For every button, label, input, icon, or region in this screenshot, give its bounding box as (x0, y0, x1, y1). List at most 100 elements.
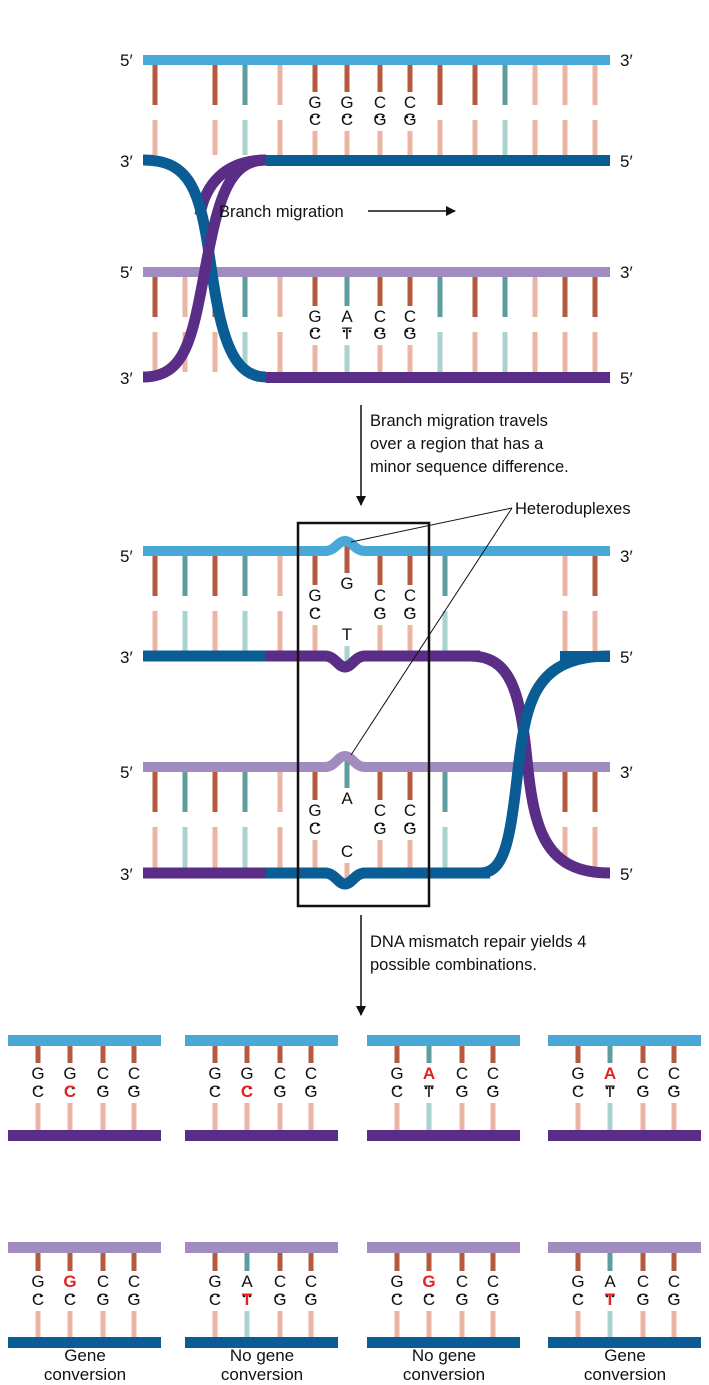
hbond-dot (392, 1086, 396, 1090)
hbond-dot (381, 823, 385, 827)
p1-upper-bottom-strand-blue (266, 155, 610, 166)
hbond-dot (342, 115, 346, 119)
hbond-dot (316, 115, 320, 119)
base-letter: G (63, 1064, 76, 1083)
end-label: 5′ (120, 547, 133, 566)
base-letter: G (403, 604, 416, 623)
hbond-dot (281, 1086, 285, 1090)
hbond-dot (424, 1086, 428, 1090)
base-letter: A (423, 1064, 435, 1083)
end-label: 5′ (620, 369, 633, 388)
base-letter: G (31, 1272, 44, 1291)
hbond-dot (675, 1294, 679, 1298)
base-letter: C (32, 1082, 44, 1101)
p1-top-strand (143, 55, 610, 65)
base-letter: G (422, 1272, 435, 1291)
base-letter: C (404, 586, 416, 605)
step1-caption-line1: Branch migration travels (370, 412, 548, 430)
hbond-dot (579, 1294, 583, 1298)
hbond-dot (430, 1086, 434, 1090)
hbond-dot (375, 823, 379, 827)
hbond-dot (98, 1294, 102, 1298)
base-letter: A (241, 1272, 253, 1291)
outcome-label-line1: No gene (230, 1346, 294, 1365)
hbond-dot (457, 1086, 461, 1090)
hbond-dot (375, 115, 379, 119)
end-label: 3′ (620, 263, 633, 282)
p1-crossover-purple (142, 154, 267, 383)
base-letter: C (309, 324, 321, 343)
hbond-dot (248, 1086, 252, 1090)
hbond-dot (135, 1086, 139, 1090)
hbond-dot (381, 115, 385, 119)
base-letter: C (241, 1082, 253, 1101)
base-letter: C (456, 1064, 468, 1083)
hbond-dot (579, 1086, 583, 1090)
hbond-dot (275, 1086, 279, 1090)
base-letter: C (305, 1272, 317, 1291)
base-letter: A (341, 307, 353, 326)
base-letter: C (209, 1082, 221, 1101)
base-letter: C (391, 1082, 403, 1101)
hbond-dot (65, 1294, 69, 1298)
base-letter: G (486, 1082, 499, 1101)
hbond-dot (411, 608, 415, 612)
base-letter: G (31, 1064, 44, 1083)
hbond-dot (392, 1294, 396, 1298)
outcome-bottom-strand (367, 1337, 520, 1348)
base-letter: C (487, 1064, 499, 1083)
base-letter: G (667, 1290, 680, 1309)
outcome-top-strand (185, 1035, 338, 1046)
base-letter: C (404, 93, 416, 112)
base-letter: C (637, 1272, 649, 1291)
base-letter: G (390, 1064, 403, 1083)
base-letter: A (604, 1272, 616, 1291)
end-label: 3′ (620, 51, 633, 70)
hbond-dot (39, 1294, 43, 1298)
hbond-dot (275, 1294, 279, 1298)
base-letter: G (455, 1290, 468, 1309)
outcome-top-strand (8, 1242, 161, 1253)
end-label: 5′ (620, 865, 633, 884)
hbond-dot (71, 1086, 75, 1090)
base-letter: G (273, 1082, 286, 1101)
p1-lower-bottom-strand-purple (266, 372, 610, 383)
heteroduplex-box (296, 521, 431, 908)
hbond-dot (312, 1086, 316, 1090)
outcome-top-strand (367, 1242, 520, 1253)
outcome-bottom-strand (367, 1130, 520, 1141)
step2-caption-line1: DNA mismatch repair yields 4 (370, 933, 586, 951)
base-letter: C (404, 307, 416, 326)
base-letter: G (308, 307, 321, 326)
hbond-dot (281, 1294, 285, 1298)
base-letter: C (64, 1290, 76, 1309)
hbond-dot (310, 823, 314, 827)
hbond-dot (306, 1086, 310, 1090)
hbond-dot (33, 1086, 37, 1090)
outcome-bottom-strand (548, 1130, 701, 1141)
base-letter: C (209, 1290, 221, 1309)
end-label: 3′ (120, 152, 133, 171)
hbond-dot (210, 1086, 214, 1090)
hbond-dot (488, 1086, 492, 1090)
base-letter: G (127, 1082, 140, 1101)
heteroduplex-pointer-lower (350, 507, 513, 756)
base-letter: C (456, 1272, 468, 1291)
base-letter: G (373, 110, 386, 129)
base-letter: C (572, 1082, 584, 1101)
p2-lower-top-strand (143, 750, 610, 772)
base-letter: T (424, 1082, 434, 1101)
outcome-label-line1: No gene (412, 1346, 476, 1365)
hbond-dot (573, 1294, 577, 1298)
hbond-dot (316, 823, 320, 827)
hbond-dot (638, 1086, 642, 1090)
end-label: 5′ (120, 51, 133, 70)
step1-caption-line2: over a region that has a (370, 435, 544, 453)
hbond-dot (375, 329, 379, 333)
p2-lower-bottom-strand-blue (266, 867, 490, 890)
base-letter: G (340, 93, 353, 112)
hbond-dot (98, 1086, 102, 1090)
hbond-dot (310, 115, 314, 119)
